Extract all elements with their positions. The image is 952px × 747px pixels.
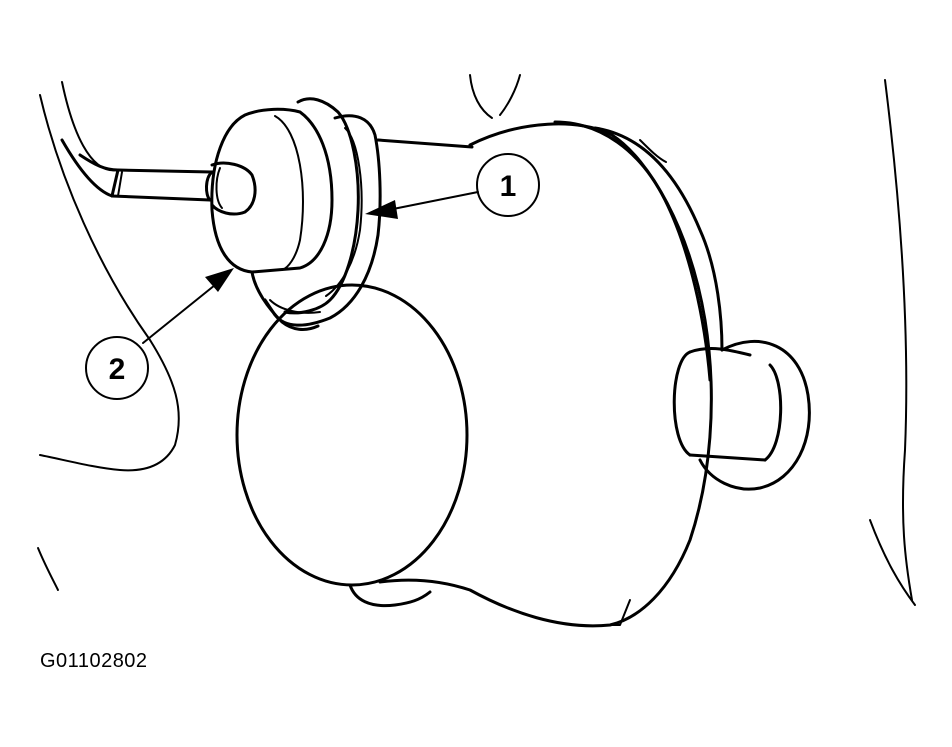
- callout-2: 2: [85, 268, 234, 400]
- callout-1-arrowhead: [365, 200, 398, 219]
- callout-1: 1: [365, 153, 540, 219]
- callout-1-label: 1: [500, 170, 517, 203]
- side-boss: [672, 340, 811, 491]
- sensor-connector: [210, 97, 382, 331]
- callout-2-circle: [85, 336, 149, 400]
- wiring-harness: [60, 138, 257, 216]
- cylindrical-housing: [235, 120, 724, 628]
- callout-2-leader: [142, 284, 216, 344]
- figure-id-label: G01102802: [40, 650, 148, 672]
- housing-front-face: [235, 283, 469, 587]
- surrounding-structure: [37, 74, 916, 606]
- callout-2-arrowhead: [205, 268, 234, 292]
- callout-2-label: 2: [109, 353, 126, 386]
- callout-1-circle: [476, 153, 540, 217]
- callout-1-leader: [387, 191, 479, 211]
